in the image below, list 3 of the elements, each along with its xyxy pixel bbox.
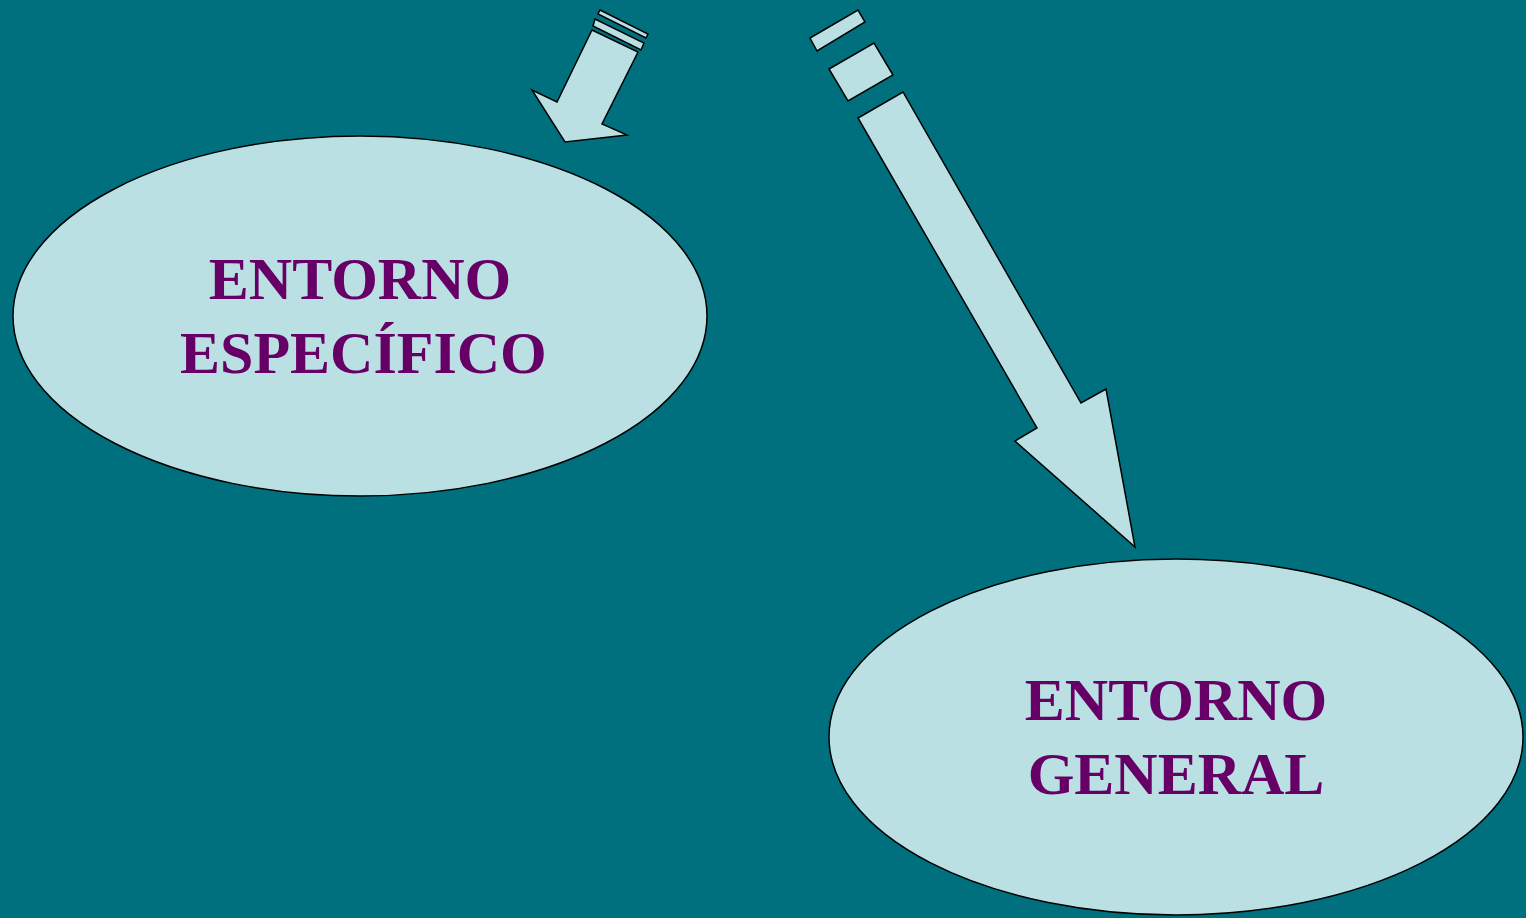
block-arrow xyxy=(809,8,1137,549)
node-label: ENTORNO GENERAL xyxy=(1023,666,1329,809)
block-arrow xyxy=(529,9,649,143)
